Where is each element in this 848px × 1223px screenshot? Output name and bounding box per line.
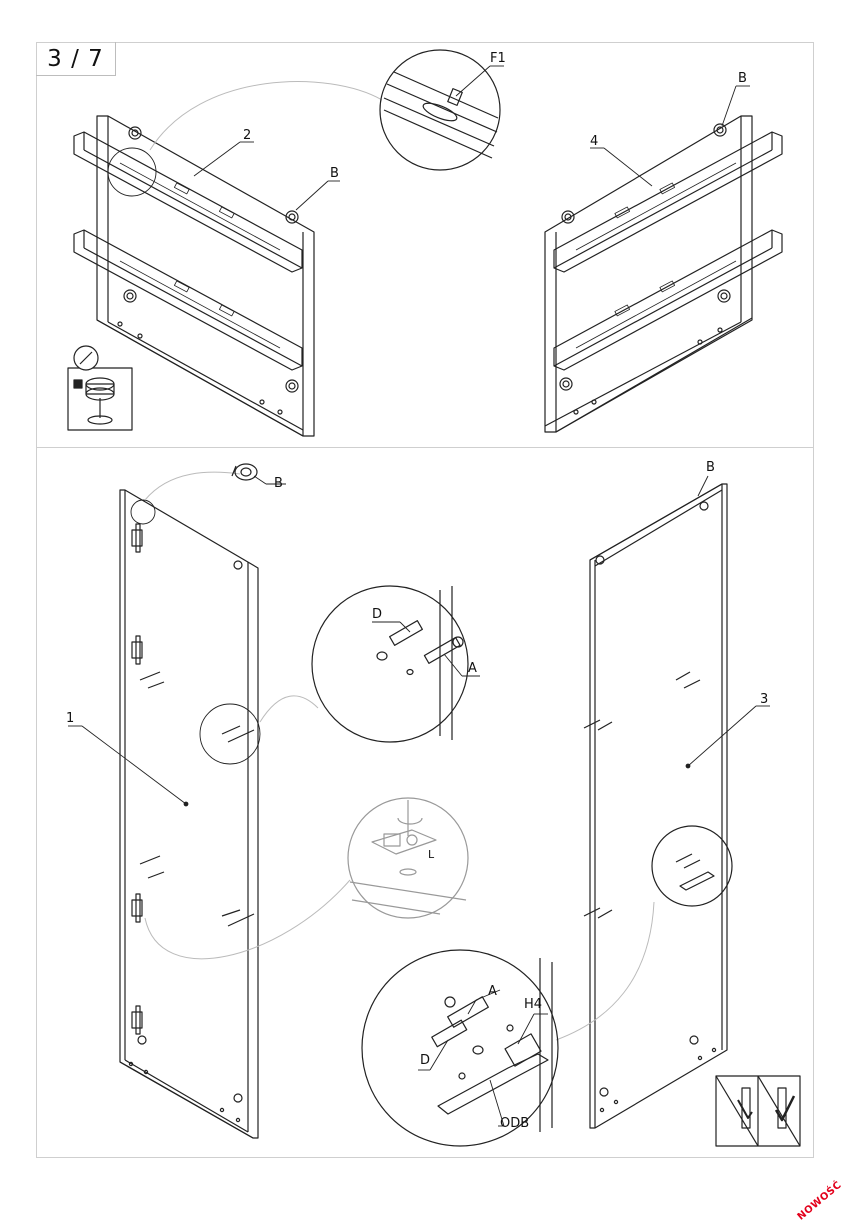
fitting-label-d-upper: D	[372, 607, 382, 622]
step-indicator: 3 / 7	[36, 42, 116, 76]
panel-3-drawing	[555, 475, 770, 1129]
fitting-label-l: L	[428, 848, 435, 861]
fitting-label-d-lower: D	[420, 1053, 430, 1068]
section-divider	[36, 447, 814, 448]
fitting-label-b-bottom-right: B	[706, 460, 715, 475]
detail-hinge-adjust	[347, 797, 469, 919]
cam-b-detail	[231, 463, 286, 485]
screwdriver-warning-icon	[715, 1075, 801, 1147]
fitting-label-h4: H4	[524, 997, 542, 1012]
panel-1-drawing	[68, 471, 351, 1139]
fitting-label-b-top-left: B	[330, 166, 339, 181]
instruction-sheet	[36, 42, 814, 1158]
fitting-label-a-upper: A	[468, 661, 477, 676]
part-label-1: 1	[66, 711, 74, 726]
part-label-2: 2	[243, 128, 251, 143]
part-label-3: 3	[760, 692, 768, 707]
detail-dowel-a-d	[311, 585, 480, 743]
fitting-label-odb: ODB	[500, 1116, 529, 1131]
cam-lock-icon	[67, 345, 133, 431]
panel-2-drawing	[73, 81, 383, 437]
fitting-label-b-bottom-left: B	[274, 476, 283, 491]
detail-f1	[379, 49, 504, 171]
part-label-4: 4	[590, 134, 598, 149]
step-label: 3 / 7	[47, 45, 104, 72]
fitting-label-f1: F1	[490, 51, 506, 66]
fitting-label-b-top-right: B	[738, 71, 747, 86]
panel-4-drawing	[544, 85, 783, 433]
fitting-label-a-lower: A	[488, 984, 497, 999]
detail-h4-odb	[361, 949, 559, 1147]
